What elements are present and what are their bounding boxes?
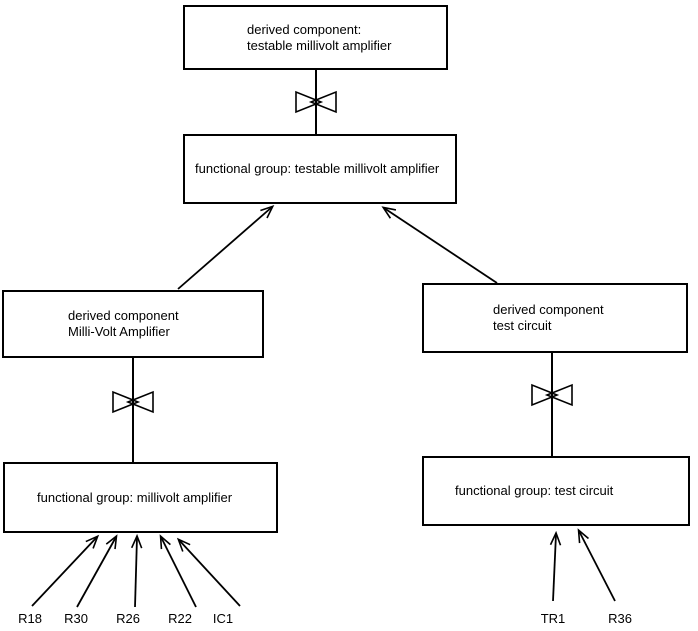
node-label-line2: testable millivolt amplifier	[247, 37, 392, 53]
node-label-line1: derived component:	[247, 21, 362, 37]
arrow-right-derived-to-fg-testable	[381, 206, 498, 284]
node-functional-group-testable-millivolt-amplifier: functional group: testable millivolt amp…	[183, 134, 457, 204]
node-label: functional group: millivolt amplifier	[37, 489, 233, 505]
component-label-r22: R22	[168, 611, 192, 626]
arrow-r26-to-fg-millivolt	[130, 533, 143, 608]
bowtie-connector-icon-left	[112, 390, 154, 414]
arrow-r30-to-fg-millivolt	[76, 534, 118, 608]
bowtie-connector-icon-top	[295, 90, 337, 114]
arrow-tr1-to-fg-testcircuit	[549, 530, 562, 602]
node-functional-group-test-circuit: functional group: test circuit	[422, 456, 690, 526]
arrow-r36-to-fg-testcircuit	[577, 528, 616, 602]
node-label-line1: derived component	[493, 302, 604, 317]
component-label-r18: R18	[18, 611, 42, 626]
node-functional-group-millivolt-amplifier: functional group: millivolt amplifier	[3, 462, 278, 533]
arrow-ic1-to-fg-millivolt	[176, 537, 241, 607]
component-label-ic1: IC1	[212, 611, 234, 626]
node-derived-testable-millivolt-amplifier: derived component: testable millivolt am…	[183, 5, 448, 70]
arrow-r18-to-fg-millivolt	[31, 534, 100, 607]
component-label-tr1: TR1	[540, 611, 566, 626]
component-label-r30: R30	[64, 611, 88, 626]
node-derived-milli-volt-amplifier: derived component Milli-Volt Amplifier	[2, 290, 264, 358]
node-label: functional group: testable millivolt amp…	[195, 161, 440, 176]
component-label-r26: R26	[116, 611, 140, 626]
component-label-r36: R36	[608, 611, 632, 626]
node-label: functional group: test circuit	[455, 483, 614, 498]
node-label-line2: test circuit	[493, 318, 552, 333]
arrow-r22-to-fg-millivolt	[159, 534, 197, 608]
node-label-line1: derived component	[68, 308, 179, 323]
bowtie-connector-icon-right	[531, 383, 573, 407]
node-label-line2: Milli-Volt Amplifier	[68, 324, 170, 339]
node-derived-test-circuit: derived component test circuit	[422, 283, 688, 353]
arrow-left-derived-to-fg-testable	[177, 204, 275, 290]
